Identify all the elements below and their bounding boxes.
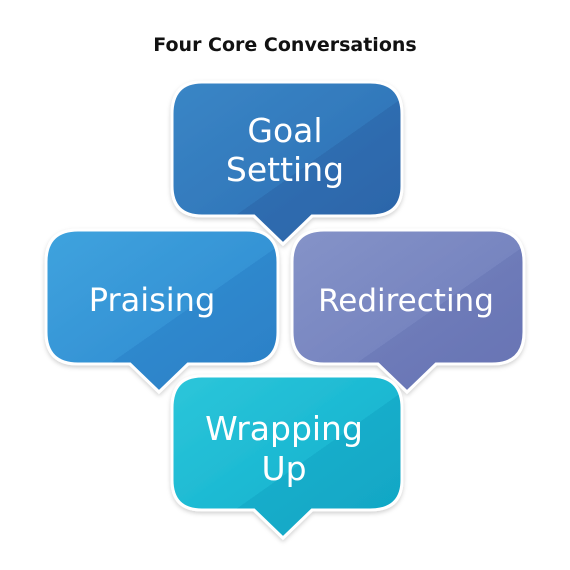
bubble-praising-shape [44,228,280,395]
bubble-praising-label: Praising [89,281,216,319]
bubble-wrapping-up-shape [170,374,404,541]
bubble-wrapping-up-line-2: Up [261,449,306,488]
bubble-wrapping-up [170,374,404,541]
bubble-goal-setting-shape [170,80,404,247]
bubble-wrapping-up-line-1: Wrapping [205,409,363,448]
bubble-goal-setting-line-2: Setting [226,150,344,189]
bubble-redirecting-shape [290,228,526,395]
bubble-goal-setting-line-1: Goal [247,111,322,150]
bubble-redirecting-label: Redirecting [318,283,494,319]
bubble-praising [44,228,280,395]
diagram-title: Four Core Conversations [153,34,417,56]
bubble-goal-setting [170,80,404,247]
bubble-redirecting [290,228,526,395]
